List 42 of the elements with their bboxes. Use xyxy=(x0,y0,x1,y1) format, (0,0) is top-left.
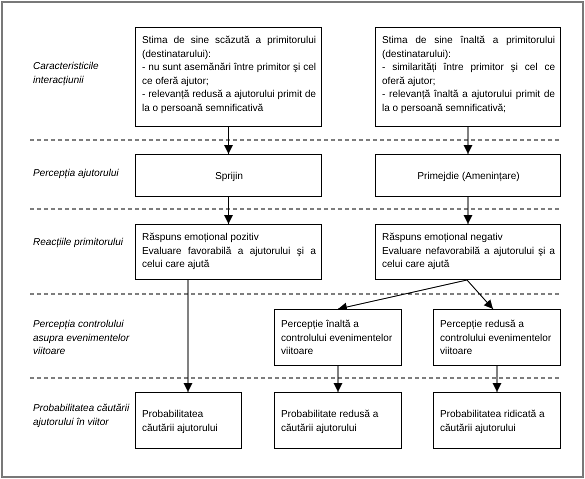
arrow xyxy=(464,196,472,224)
box-text: Evaluare nefavorabilă a ajutorului şi a celui care ajută xyxy=(382,244,555,272)
box-text: Sprijin xyxy=(215,170,243,184)
arrow xyxy=(334,366,342,392)
box-text: - nu sunt asemănări între primitor şi cel ce oferă ajutor; xyxy=(142,61,316,88)
process-box xyxy=(433,309,561,366)
box-text: Percepție redusă a controlului evenimentelor viitoare xyxy=(440,318,552,359)
arrow xyxy=(224,196,233,224)
arrow xyxy=(338,280,468,312)
process-box xyxy=(375,224,561,280)
box-text: Evaluare favorabilă a ajutorului şi a celui care ajută xyxy=(142,244,316,272)
process-box xyxy=(135,392,242,449)
box-text: Primejdie (Amenințare) xyxy=(417,170,520,184)
box-text: Răspuns emoțional negativ xyxy=(382,231,504,245)
row-label: Reacțiile primitorului xyxy=(33,236,124,250)
row-label: Probabilitatea căutării ajutorului în viitor xyxy=(33,402,130,430)
box-text: - relevanță redusă a ajutorului primit de la o persoană semnificativă xyxy=(142,88,316,116)
process-box xyxy=(274,392,402,449)
row-label: Caracteristicile interacțiunii xyxy=(33,60,100,88)
process-box xyxy=(135,224,322,280)
box-text: Stima de sine scăzută a primitorului (destinatarului): xyxy=(142,34,316,62)
box-text: Probabilitatea căutării ajutorului xyxy=(142,408,219,436)
box-text: Stima de sine înaltă a primitorului (destinatarului): xyxy=(382,34,555,62)
box-text: - similarități între primitor şi cel ce oferă ajutor; xyxy=(382,61,555,88)
row-label: Percepția controlului asupra evenimentelor viitoare xyxy=(33,318,130,359)
arrow xyxy=(466,280,494,310)
box-text: Probabilitate redusă a căutării ajutorului xyxy=(281,408,380,436)
box-text: Probabilitatea ridicată a căutării ajutorului xyxy=(440,408,546,436)
process-box xyxy=(375,27,561,127)
row-label: Percepția ajutorului xyxy=(33,167,120,181)
process-box xyxy=(375,154,561,197)
arrow xyxy=(184,280,192,392)
process-box xyxy=(274,309,402,366)
arrow xyxy=(492,366,502,392)
arrow xyxy=(224,126,233,154)
process-box xyxy=(433,392,561,449)
box-text: Răspuns emoțional pozitiv xyxy=(142,231,260,245)
process-box xyxy=(135,154,322,197)
arrow xyxy=(464,126,472,154)
box-text: - relevanță înaltă a ajutorului primit de la o persoană semnificativă; xyxy=(382,88,555,116)
box-text: Percepție înaltă a controlului evenimentelor viitoare xyxy=(281,318,394,359)
process-box xyxy=(135,27,322,127)
